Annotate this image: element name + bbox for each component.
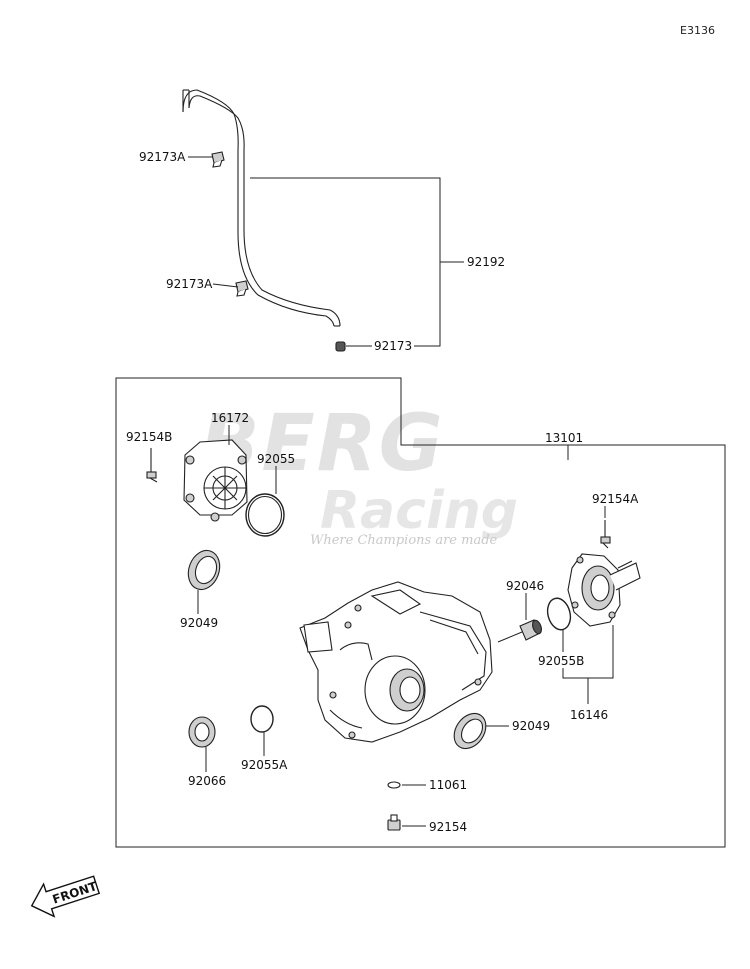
label-92173A-top: 92173A — [139, 150, 186, 164]
label-92049-right: 92049 — [512, 719, 550, 733]
watermark-line2: Racing — [320, 481, 518, 541]
bolt-92154B — [146, 448, 158, 483]
label-92154: 92154 — [429, 820, 467, 834]
label-92192: 92192 — [467, 255, 505, 269]
label-92055B: 92055B — [538, 654, 584, 668]
breather-hose-92192 — [182, 89, 341, 327]
oil-seal-92049-right — [453, 712, 487, 750]
label-92046: 92046 — [506, 579, 544, 593]
label-92049-left: 92049 — [180, 616, 218, 630]
assembly-frame — [115, 377, 726, 848]
clamp-92173A-mid — [235, 280, 249, 297]
label-13101: 13101 — [545, 431, 583, 445]
plug-92066 — [188, 716, 216, 748]
bearing-92046 — [519, 619, 543, 641]
o-ring-92055 — [245, 493, 285, 537]
o-ring-92055B — [546, 597, 572, 631]
bolt-92154 — [387, 814, 401, 831]
label-16146: 16146 — [570, 708, 608, 722]
housing-16146 — [567, 553, 641, 627]
label-92173A-mid: 92173A — [166, 277, 213, 291]
label-92055A: 92055A — [241, 758, 288, 772]
gasket-11061 — [387, 781, 401, 789]
label-92173: 92173 — [374, 339, 412, 353]
bolt-92154A — [600, 520, 611, 549]
label-92066: 92066 — [188, 774, 226, 788]
diagram-code: E3136 — [680, 24, 715, 37]
clamp-92173A-top — [211, 151, 225, 168]
clamp-92173 — [335, 341, 346, 352]
cover-16172 — [183, 439, 248, 522]
label-92154B: 92154B — [126, 430, 172, 444]
o-ring-92055A — [250, 705, 274, 733]
front-direction-arrow: FRONT — [30, 875, 101, 918]
oil-seal-92049-left — [187, 549, 221, 591]
label-92154A: 92154A — [592, 492, 639, 506]
differential-case — [299, 581, 493, 743]
watermark-tagline: Where Champions are made — [310, 533, 498, 548]
label-11061: 11061 — [429, 778, 467, 792]
label-16172: 16172 — [211, 411, 249, 425]
label-92055: 92055 — [257, 452, 295, 466]
